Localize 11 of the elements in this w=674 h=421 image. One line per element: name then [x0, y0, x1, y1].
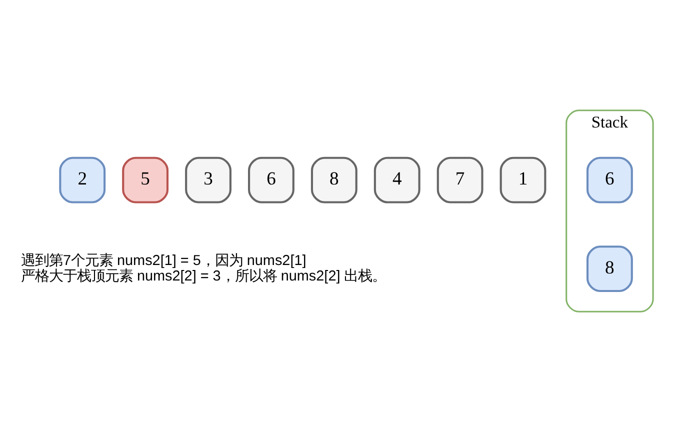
node-box: 1 — [500, 156, 546, 203]
node-box: 5 — [122, 156, 169, 203]
node-box: 3 — [185, 156, 232, 203]
node-box: 6 — [248, 156, 294, 203]
label: 遇到第7个元素 nums2[1] = 5，因为 nums2[1] 严格大于栈顶元素 nums2[2] = 3，所以将 nums2[2] 出栈。 — [20, 252, 386, 284]
node-box: 2 — [59, 156, 106, 203]
node-box: 8 — [310, 156, 358, 203]
node-box: 6 — [586, 156, 633, 203]
node-box: 7 — [436, 156, 484, 203]
node-box: 4 — [374, 156, 420, 203]
node-box: 8 — [586, 245, 633, 292]
